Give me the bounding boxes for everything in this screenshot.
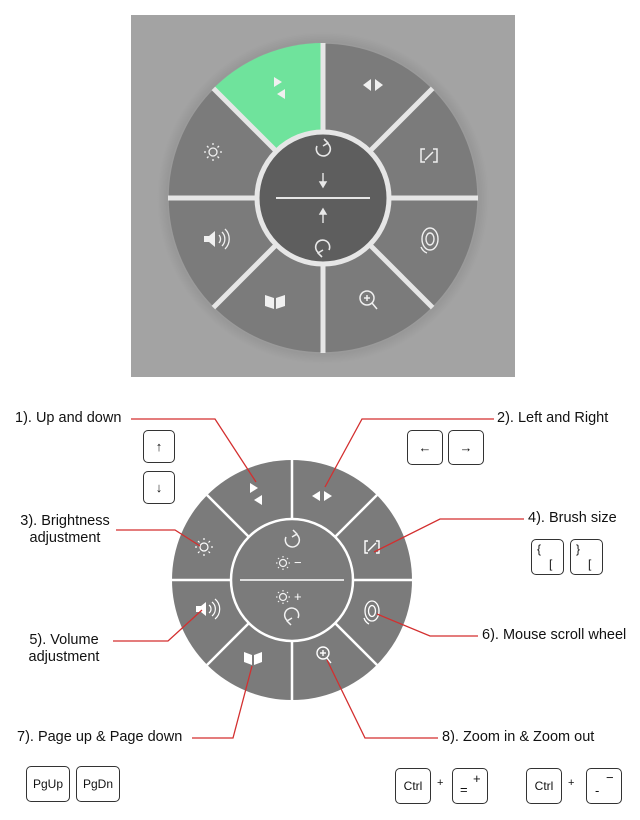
key-minus: − - [586,768,622,804]
top-wheel-menu [157,32,489,364]
diagram-page-book-icon [244,652,262,665]
diagram-brightness-icon [195,538,213,556]
diagram-left-right-arrows-icon [312,491,332,501]
brightness-plus-sign: + [294,589,302,604]
key-open-bracket: { [ [531,539,564,575]
diagram-wheel-dividers [172,460,412,700]
diagram-wheel-outer [172,460,412,700]
callout-line-zoom [326,659,438,739]
callout-line-volume [113,609,203,642]
volume-icon [204,228,230,250]
plus-sign-zoom-in: + [437,777,444,789]
key-pgup: PgUp [26,766,70,802]
callout-line-brightness [116,529,201,547]
label-volume-line1: 5). Volume [29,632,99,648]
diagram-zoom-icon [316,646,332,664]
label-volume: 5). Volume adjustment [18,632,110,666]
diagram-brightness-plus-icon [276,590,290,604]
callout-line-page [192,665,253,739]
key-equals-plus: + = [452,768,488,804]
brightness-icon [204,143,222,161]
rotate-ccw-icon [315,138,332,157]
mouse-scroll-icon [420,227,439,254]
down-arrow-icon [318,173,328,189]
callout-line-brush [373,518,524,553]
callout-lines [113,418,524,739]
label-page: 7). Page up & Page down [17,729,183,745]
up-down-arrows-icon [274,77,285,99]
up-arrow-icon [318,207,328,223]
key-down-arrow: ↓ [143,471,175,504]
key-pgdn: PgDn [76,766,120,802]
diagram-brush-size-icon [364,540,380,554]
diagram-rotate-cw-icon [283,607,300,626]
brush-size-icon [420,148,438,163]
diagram-up-down-arrows-icon [250,483,262,505]
diagram-wheel-center [229,517,355,643]
key-up-arrow: ↑ [143,430,175,463]
label-scroll: 6). Mouse scroll wheel [482,627,627,643]
diagram-volume-icon [196,598,221,620]
key-close-bracket: } [ [570,539,603,575]
callout-line-scroll [376,613,478,637]
label-brightness-line1: 3). Brightness [20,513,110,529]
wheel-dividers [168,43,478,353]
label-brightness-line2: adjustment [29,530,101,546]
label-volume-line2: adjustment [28,649,100,665]
page-book-icon [265,295,285,309]
left-right-arrows-icon [363,79,383,91]
label-up-down: 1). Up and down [15,410,122,426]
label-left-right: 2). Left and Right [497,410,609,426]
key-right-arrow: → [448,430,484,465]
label-brush: 4). Brush size [528,510,617,526]
key-ctrl-zoom-in: Ctrl [395,768,431,804]
rotate-cw-icon [314,239,331,258]
key-left-arrow: ← [407,430,443,465]
diagram-mouse-scroll-icon [363,600,380,625]
label-brightness: 3). Brightness adjustment [17,513,113,547]
brightness-minus-sign: − [294,555,302,570]
diagram-rotate-ccw-icon [284,529,301,548]
zoom-icon [359,290,378,310]
top-screenshot-panel [131,15,515,377]
plus-sign-zoom-out: + [568,777,575,789]
diagram-brightness-minus-icon [276,556,290,570]
label-zoom: 8). Zoom in & Zoom out [442,729,595,745]
key-ctrl-zoom-out: Ctrl [526,768,562,804]
